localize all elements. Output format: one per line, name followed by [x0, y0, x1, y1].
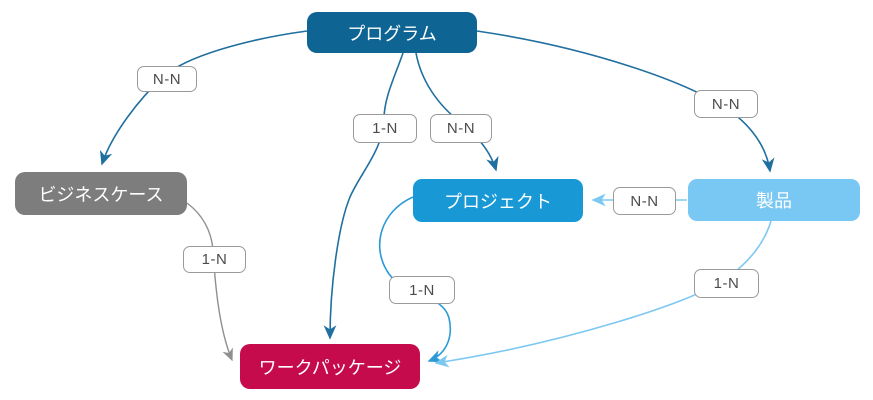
- edge-label-product-project: N-N: [613, 187, 676, 215]
- node-project: プロジェクト: [413, 179, 583, 222]
- edge-label-program-business-case: N-N: [137, 66, 197, 92]
- edge-program-project: [415, 52, 499, 172]
- node-business-case: ビジネスケース: [15, 172, 187, 215]
- edge-label-business-case-work-package: 1-N: [183, 246, 246, 273]
- edge-label-program-product: N-N: [694, 90, 758, 118]
- edge-label-project-work-package: 1-N: [389, 276, 455, 304]
- node-program: プログラム: [307, 12, 477, 53]
- node-product: 製品: [688, 179, 860, 221]
- edge-business-case-work-package: [186, 202, 233, 362]
- edge-label-program-project: N-N: [430, 114, 492, 143]
- node-work-package: ワークパッケージ: [240, 344, 420, 389]
- edge-program-work-package: [323, 52, 404, 340]
- edge-label-product-work-package: 1-N: [694, 269, 759, 298]
- edge-label-program-work-package: 1-N: [353, 114, 417, 143]
- edge-program-business-case: [99, 30, 308, 166]
